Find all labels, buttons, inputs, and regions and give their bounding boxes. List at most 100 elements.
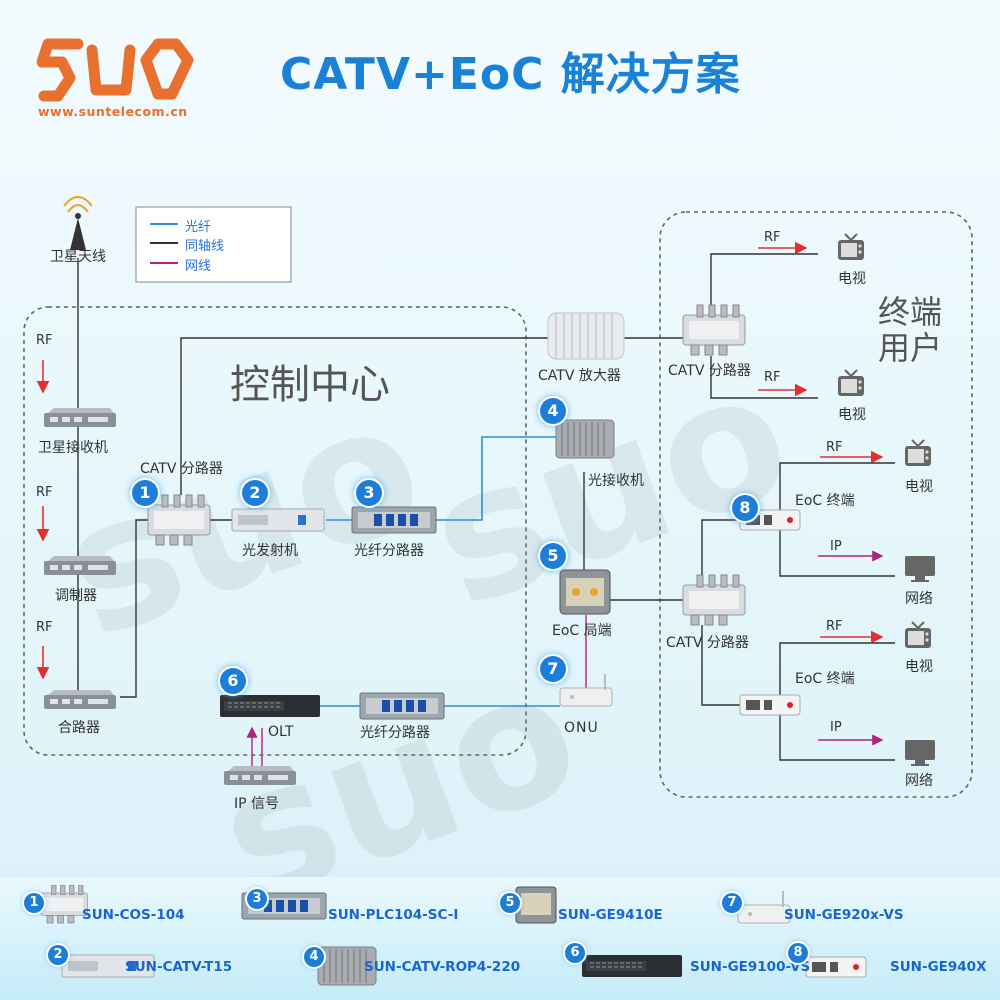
legend-network-label: 网线 — [185, 259, 212, 274]
combiner-label: 合路器 — [58, 720, 100, 736]
tv-icon — [904, 621, 932, 649]
antenna-label: 卫星天线 — [50, 249, 106, 265]
product-number-7: 7 — [722, 893, 742, 913]
number-badge-5: 5 — [540, 543, 566, 569]
tv-label: 电视 — [905, 479, 933, 495]
coax-lines — [77, 253, 895, 761]
optical-splitter-2-device — [359, 692, 445, 720]
product-number-5: 5 — [500, 893, 520, 913]
satellite-receiver-device — [44, 408, 116, 427]
product-model-5: SUN-GE9410E — [558, 907, 663, 923]
ip-label: IP — [830, 720, 842, 735]
number-badge-2: 2 — [242, 480, 268, 506]
legend-fiber-label: 光纤 — [185, 220, 212, 235]
catv-amplifier-label: CATV 放大器 — [538, 368, 621, 384]
legend-box — [135, 206, 292, 283]
number-badge-8: 8 — [732, 495, 758, 521]
eoc-head-label: EoC 局端 — [552, 623, 612, 639]
product-8-thumbnail — [805, 956, 867, 978]
product-model-6: SUN-GE9100-VS — [690, 959, 811, 975]
catv-splitter-top-label: CATV 分路器 — [668, 363, 751, 379]
eoc-head-device — [559, 569, 611, 615]
combiner-device — [44, 690, 116, 709]
modulator-device — [44, 556, 116, 575]
product-number-4: 4 — [304, 947, 324, 967]
product-model-8: SUN-GE940X — [890, 959, 987, 975]
tv-label: 电视 — [905, 659, 933, 675]
sat-receiver-label: 卫星接收机 — [38, 440, 108, 456]
optical-rx-label: 光接收机 — [588, 473, 644, 489]
catv-amplifier-device — [547, 312, 625, 360]
network-label: 网络 — [905, 773, 933, 789]
rf-label: RF — [764, 370, 781, 385]
tv-label: 电视 — [838, 407, 866, 423]
catv-splitter-right-label: CATV 分路器 — [666, 635, 749, 651]
catv-splitter-right-device — [682, 574, 746, 626]
optical-transmitter-device — [231, 508, 325, 532]
tv-icon — [837, 233, 865, 261]
product-5-thumbnail — [515, 886, 557, 924]
product-model-4: SUN-CATV-ROP4-220 — [364, 959, 521, 975]
ip-signal-device — [224, 766, 296, 785]
optical-receiver-device — [555, 419, 615, 459]
rf-label: RF — [36, 485, 53, 500]
product-1-thumbnail — [40, 885, 88, 924]
control-center-title: 控制中心 — [230, 362, 390, 408]
diagram-canvas: suo suo suo — [23, 38, 973, 877]
olt-device — [219, 694, 321, 718]
rf-label: RF — [826, 440, 843, 455]
optical-splitter-2-label: 光纤分路器 — [360, 725, 430, 741]
monitor-icon — [905, 556, 935, 582]
logo-mark — [36, 38, 194, 102]
legend-coax-label: 同轴线 — [185, 239, 225, 254]
rf-label: RF — [36, 333, 53, 348]
optical-splitter-1-device — [351, 506, 437, 534]
product-6-thumbnail — [581, 954, 683, 978]
tv-label: 电视 — [838, 271, 866, 287]
fiber-lines — [320, 436, 560, 707]
product-model-1: SUN-COS-104 — [82, 907, 185, 923]
product-number-6: 6 — [565, 943, 585, 963]
optical-splitter-1-label: 光纤分路器 — [354, 543, 424, 559]
terminal-users-title: 终端用户 — [878, 293, 943, 367]
page-title: CATV+EoC 解决方案 — [280, 49, 741, 100]
tv-icon — [904, 439, 932, 467]
catv-splitter-1-label: CATV 分路器 — [140, 461, 223, 477]
eoc-terminal-1-label: EoC 终端 — [795, 493, 855, 509]
tv-icon — [837, 369, 865, 397]
eoc-terminal-2-device — [739, 694, 801, 716]
rf-label: RF — [826, 619, 843, 634]
logo-url: www.suntelecom.cn — [38, 104, 188, 119]
monitor-icon — [905, 740, 935, 766]
product-model-3: SUN-PLC104-SC-I — [328, 907, 459, 923]
product-number-2: 2 — [48, 945, 68, 965]
product-number-8: 8 — [788, 943, 808, 963]
rf-label: RF — [764, 230, 781, 245]
olt-label: OLT — [268, 724, 294, 740]
rf-label: RF — [36, 620, 53, 635]
modulator-label: 调制器 — [55, 588, 97, 604]
optical-tx-label: 光发射机 — [242, 543, 298, 559]
number-badge-6: 6 — [220, 668, 246, 694]
product-7-thumbnail — [737, 890, 791, 924]
eoc-terminal-2-label: EoC 终端 — [795, 671, 855, 687]
satellite-antenna-icon — [63, 196, 93, 250]
network-label: 网络 — [905, 591, 933, 607]
product-model-2: SUN-CATV-T15 — [125, 959, 233, 975]
onu-label: ONU — [564, 720, 599, 736]
control-center-region — [23, 306, 527, 756]
product-model-7: SUN-GE920x-VS — [784, 907, 904, 923]
terminal-users-region — [659, 211, 973, 798]
number-badge-3: 3 — [356, 480, 382, 506]
ip-signal-label: IP 信号 — [234, 796, 280, 812]
product-thumbnails — [40, 885, 867, 986]
product-number-1: 1 — [24, 893, 44, 913]
number-badge-4: 4 — [540, 398, 566, 424]
product-number-3: 3 — [247, 889, 267, 909]
product-legend-bar: 1 SUN-COS-104 2 SUN-CATV-T15 3 SUN-PLC10… — [0, 877, 1000, 1000]
ip-label: IP — [830, 539, 842, 554]
network-lines — [246, 550, 884, 766]
rf-arrows — [36, 241, 884, 680]
number-badge-1: 1 — [132, 480, 158, 506]
